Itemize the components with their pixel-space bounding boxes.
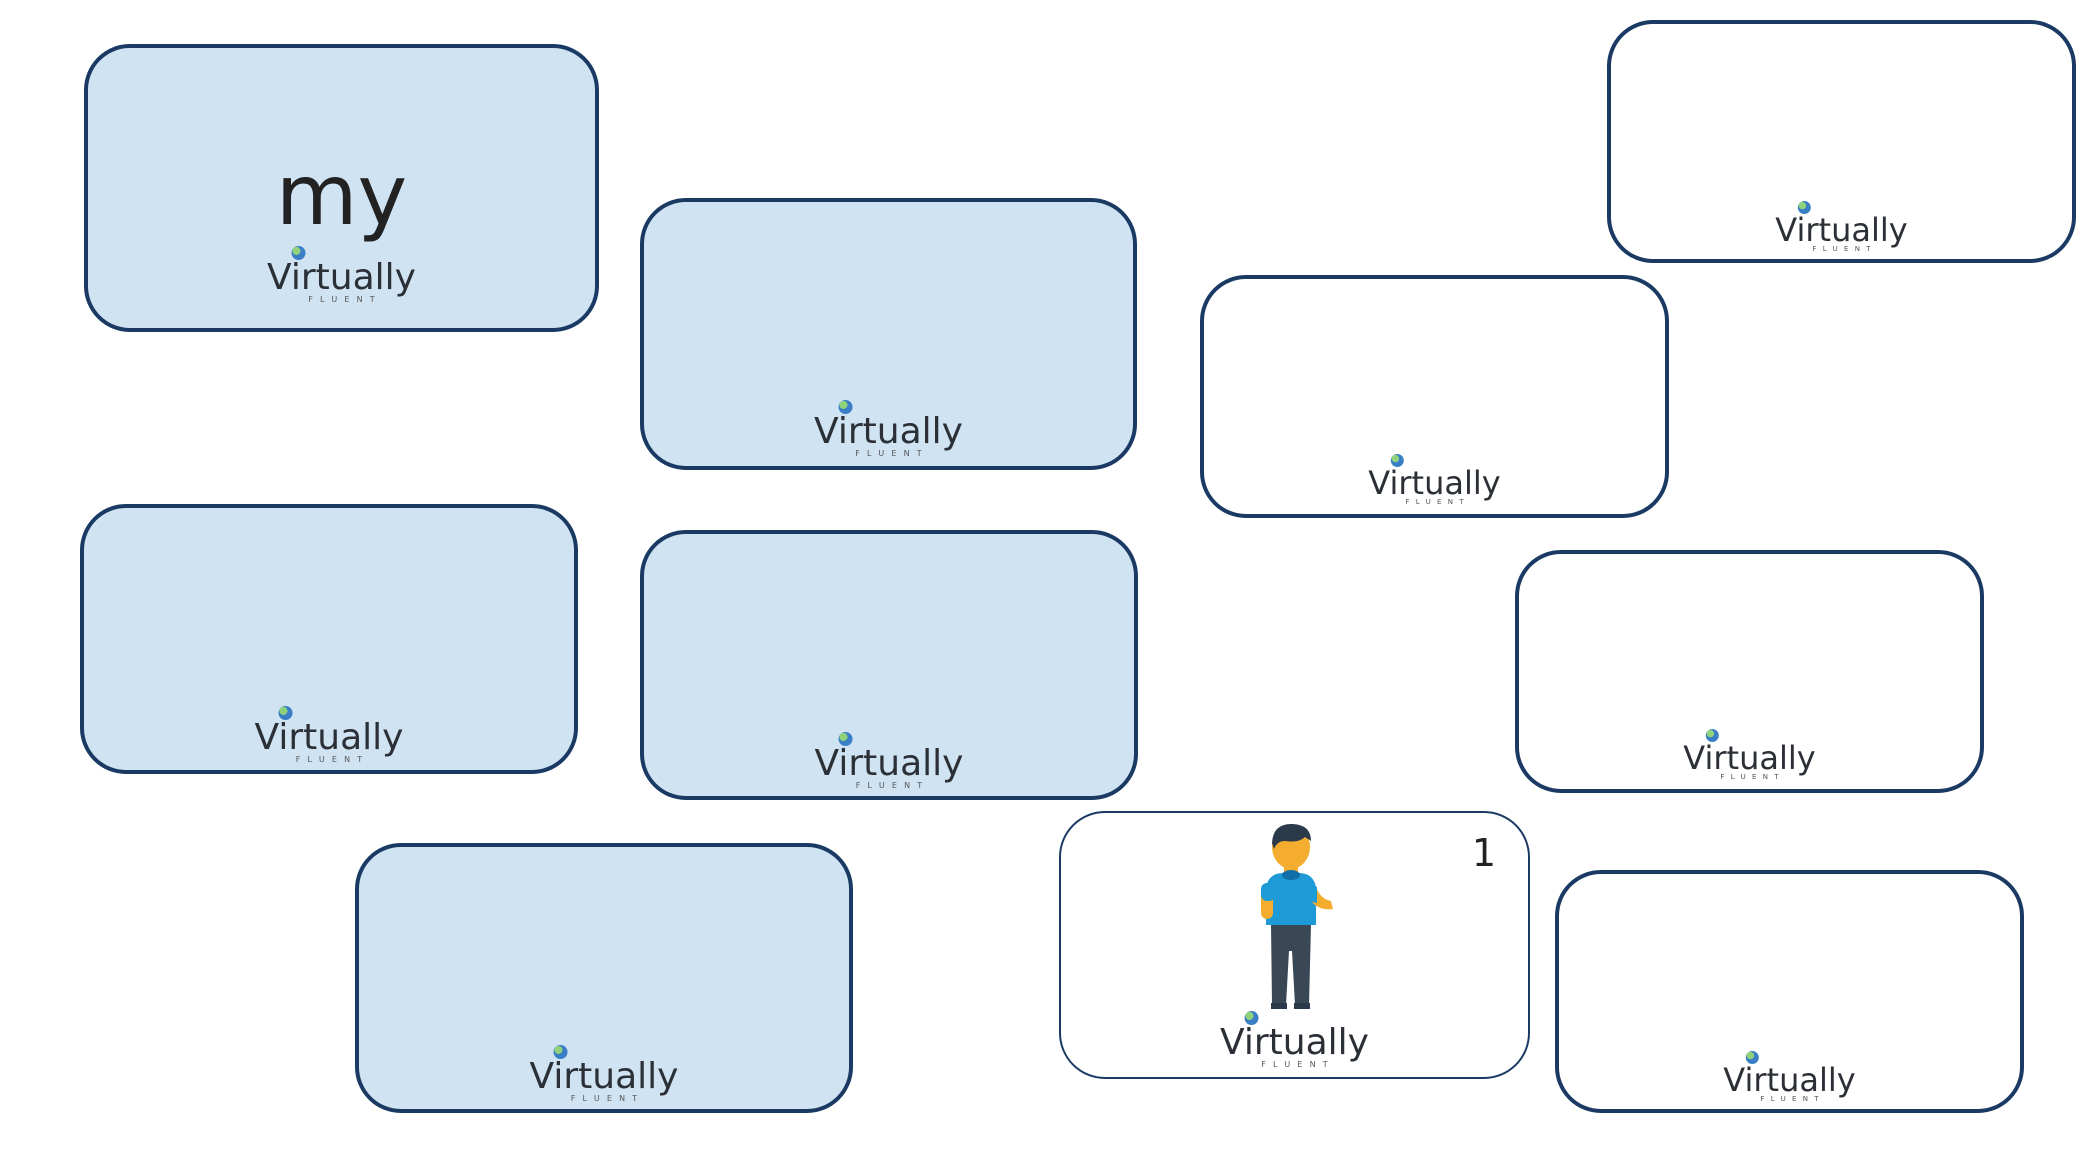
card-blank[interactable]: Virtually FLUENT xyxy=(80,504,578,774)
card-number: 1 xyxy=(1471,831,1496,875)
card-blank[interactable]: Virtually FLUENT xyxy=(640,198,1137,470)
virtually-fluent-logo: Virtually FLUENT xyxy=(1775,201,1908,253)
virtually-fluent-logo: Virtually FLUENT xyxy=(1683,729,1816,781)
card-blank[interactable]: Virtually FLUENT xyxy=(1607,20,2076,263)
virtually-fluent-logo: Virtually FLUENT xyxy=(530,1045,678,1103)
globe-icon xyxy=(1797,201,1811,214)
globe-icon xyxy=(838,400,853,414)
virtually-fluent-logo: Virtually FLUENT xyxy=(1220,1011,1369,1069)
card-person[interactable]: 1 Virtually FLUENT xyxy=(1059,811,1530,1079)
card-word: my xyxy=(275,146,408,244)
card-blank[interactable]: Virtually FLUENT xyxy=(355,843,853,1113)
globe-icon xyxy=(553,1045,568,1059)
virtually-fluent-logo: Virtually FLUENT xyxy=(255,706,403,764)
globe-icon xyxy=(838,732,853,746)
globe-icon xyxy=(1244,1011,1259,1025)
virtually-fluent-logo: Virtually FLUENT xyxy=(1368,454,1501,506)
card-blank[interactable]: Virtually FLUENT xyxy=(1555,870,2024,1113)
person-pointing-self-icon xyxy=(1261,823,1333,1009)
card-blank[interactable]: Virtually FLUENT xyxy=(1515,550,1984,793)
globe-icon xyxy=(1705,729,1719,742)
virtually-fluent-logo: Virtually FLUENT xyxy=(1723,1051,1856,1103)
card-blank[interactable]: Virtually FLUENT xyxy=(640,530,1138,800)
virtually-fluent-logo: Virtually FLUENT xyxy=(267,246,416,304)
globe-icon xyxy=(1745,1051,1759,1064)
globe-icon xyxy=(278,706,293,720)
virtually-fluent-logo: Virtually FLUENT xyxy=(814,400,963,458)
card-my[interactable]: my Virtually FLUENT xyxy=(84,44,599,332)
globe-icon xyxy=(291,246,306,260)
virtually-fluent-logo: Virtually FLUENT xyxy=(815,732,963,790)
globe-icon xyxy=(1390,454,1404,467)
card-blank[interactable]: Virtually FLUENT xyxy=(1200,275,1669,518)
